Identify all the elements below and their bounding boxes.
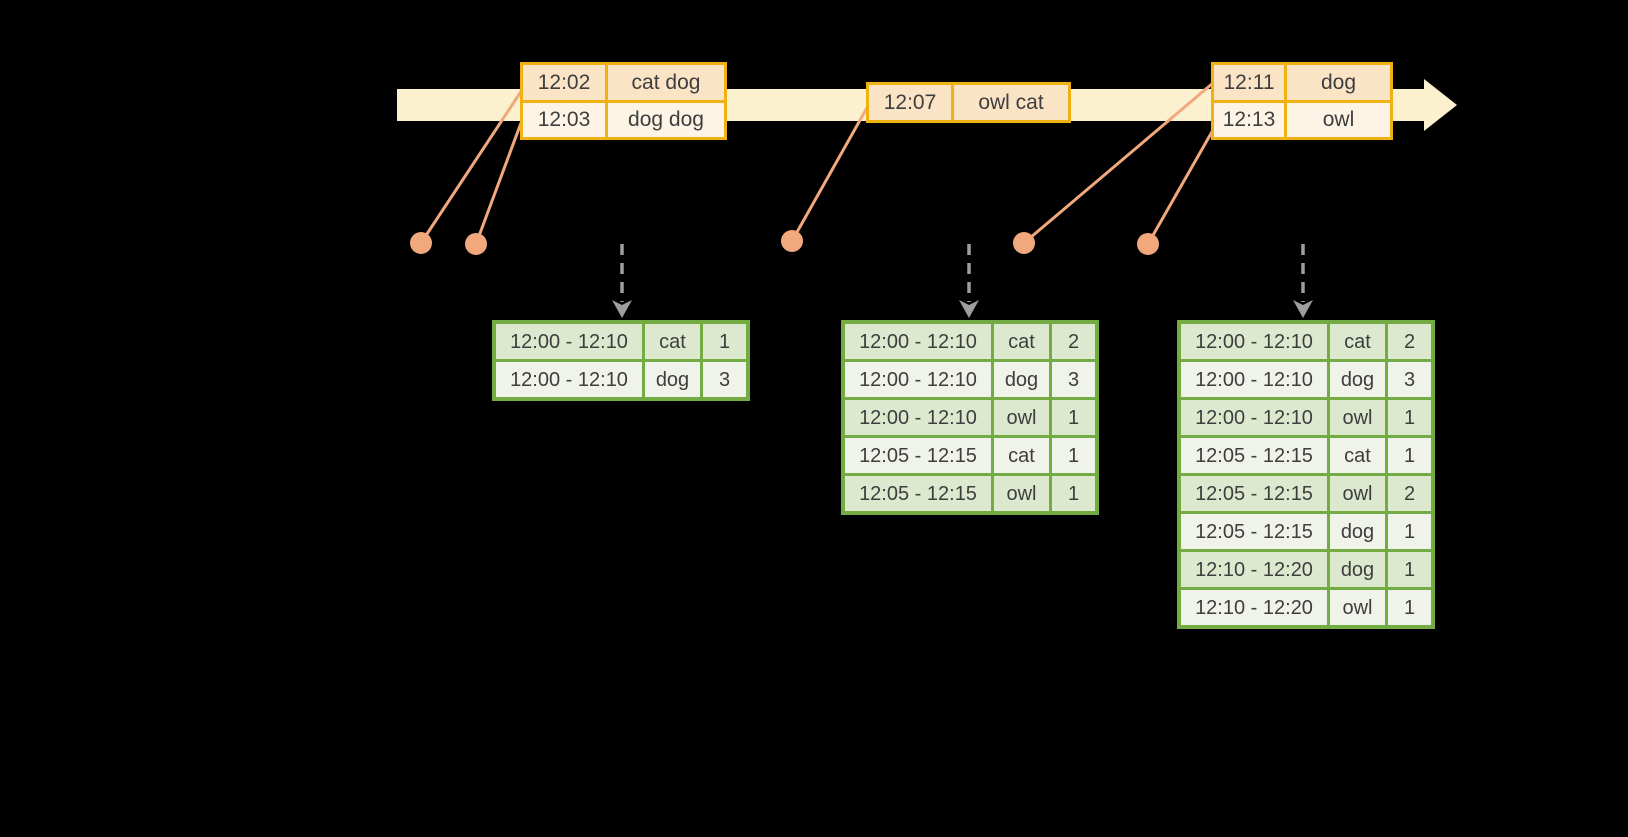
event-words-cell: owl cat <box>954 85 1068 120</box>
window-cell: 12:05 - 12:15 <box>1181 476 1327 511</box>
count-cell: 3 <box>703 362 746 397</box>
event-table: 12:11 dog 12:13 owl <box>1211 62 1393 140</box>
result-table: 12:00 - 12:10 cat 2 12:00 - 12:10 dog 3 … <box>841 320 1099 515</box>
dot-icon <box>1013 232 1035 254</box>
word-cell: owl <box>1330 590 1385 625</box>
event-words-cell: dog dog <box>608 102 724 137</box>
count-cell: 1 <box>1388 552 1431 587</box>
count-cell: 1 <box>1388 438 1431 473</box>
window-cell: 12:00 - 12:10 <box>496 324 642 359</box>
count-cell: 3 <box>1388 362 1431 397</box>
word-cell: dog <box>994 362 1049 397</box>
event-words-cell: dog <box>1287 65 1390 100</box>
dot-icon <box>410 232 432 254</box>
word-cell: cat <box>1330 438 1385 473</box>
word-cell: owl <box>1330 400 1385 435</box>
event-table: 12:02 cat dog 12:03 dog dog <box>520 62 727 140</box>
window-cell: 12:10 - 12:20 <box>1181 552 1327 587</box>
event-words-cell: cat dog <box>608 65 724 100</box>
event-time-cell: 12:02 <box>523 65 605 100</box>
result-table: 12:00 - 12:10 cat 1 12:00 - 12:10 dog 3 <box>492 320 750 401</box>
word-cell: cat <box>994 438 1049 473</box>
word-cell: owl <box>1330 476 1385 511</box>
event-time-cell: 12:03 <box>523 102 605 137</box>
count-cell: 1 <box>1388 590 1431 625</box>
connector-line <box>1146 128 1215 246</box>
word-cell: dog <box>1330 362 1385 397</box>
connector-line <box>790 104 870 243</box>
dot-icon <box>781 230 803 252</box>
word-cell: dog <box>645 362 700 397</box>
event-words-cell: owl <box>1287 102 1390 137</box>
window-cell: 12:05 - 12:15 <box>845 438 991 473</box>
window-cell: 12:00 - 12:10 <box>1181 324 1327 359</box>
window-cell: 12:00 - 12:10 <box>845 362 991 397</box>
arrow-right-icon <box>1424 79 1457 131</box>
event-time-cell: 12:07 <box>869 85 951 120</box>
dot-icon <box>465 233 487 255</box>
count-cell: 1 <box>703 324 746 359</box>
window-cell: 12:05 - 12:15 <box>1181 514 1327 549</box>
window-cell: 12:00 - 12:10 <box>496 362 642 397</box>
window-cell: 12:00 - 12:10 <box>845 400 991 435</box>
window-cell: 12:00 - 12:10 <box>1181 362 1327 397</box>
count-cell: 1 <box>1388 514 1431 549</box>
count-cell: 3 <box>1052 362 1095 397</box>
word-cell: dog <box>1330 552 1385 587</box>
count-cell: 2 <box>1388 476 1431 511</box>
word-cell: dog <box>1330 514 1385 549</box>
count-cell: 2 <box>1052 324 1095 359</box>
word-cell: owl <box>994 400 1049 435</box>
arrow-down-dashed-icon <box>959 244 979 318</box>
count-cell: 1 <box>1052 476 1095 511</box>
event-time-cell: 12:11 <box>1214 65 1284 100</box>
count-cell: 2 <box>1388 324 1431 359</box>
count-cell: 1 <box>1388 400 1431 435</box>
event-table: 12:07 owl cat <box>866 82 1071 123</box>
window-cell: 12:05 - 12:15 <box>1181 438 1327 473</box>
event-time-cell: 12:13 <box>1214 102 1284 137</box>
arrow-down-dashed-icon <box>1293 244 1313 318</box>
dot-icon <box>1137 233 1159 255</box>
window-cell: 12:00 - 12:10 <box>845 324 991 359</box>
window-cell: 12:05 - 12:15 <box>845 476 991 511</box>
word-cell: cat <box>994 324 1049 359</box>
connector-line <box>474 121 523 246</box>
arrow-down-dashed-icon <box>612 244 632 318</box>
window-cell: 12:00 - 12:10 <box>1181 400 1327 435</box>
window-cell: 12:10 - 12:20 <box>1181 590 1327 625</box>
word-cell: owl <box>994 476 1049 511</box>
word-cell: cat <box>1330 324 1385 359</box>
count-cell: 1 <box>1052 400 1095 435</box>
word-cell: cat <box>645 324 700 359</box>
count-cell: 1 <box>1052 438 1095 473</box>
result-table: 12:00 - 12:10 cat 2 12:00 - 12:10 dog 3 … <box>1177 320 1435 629</box>
